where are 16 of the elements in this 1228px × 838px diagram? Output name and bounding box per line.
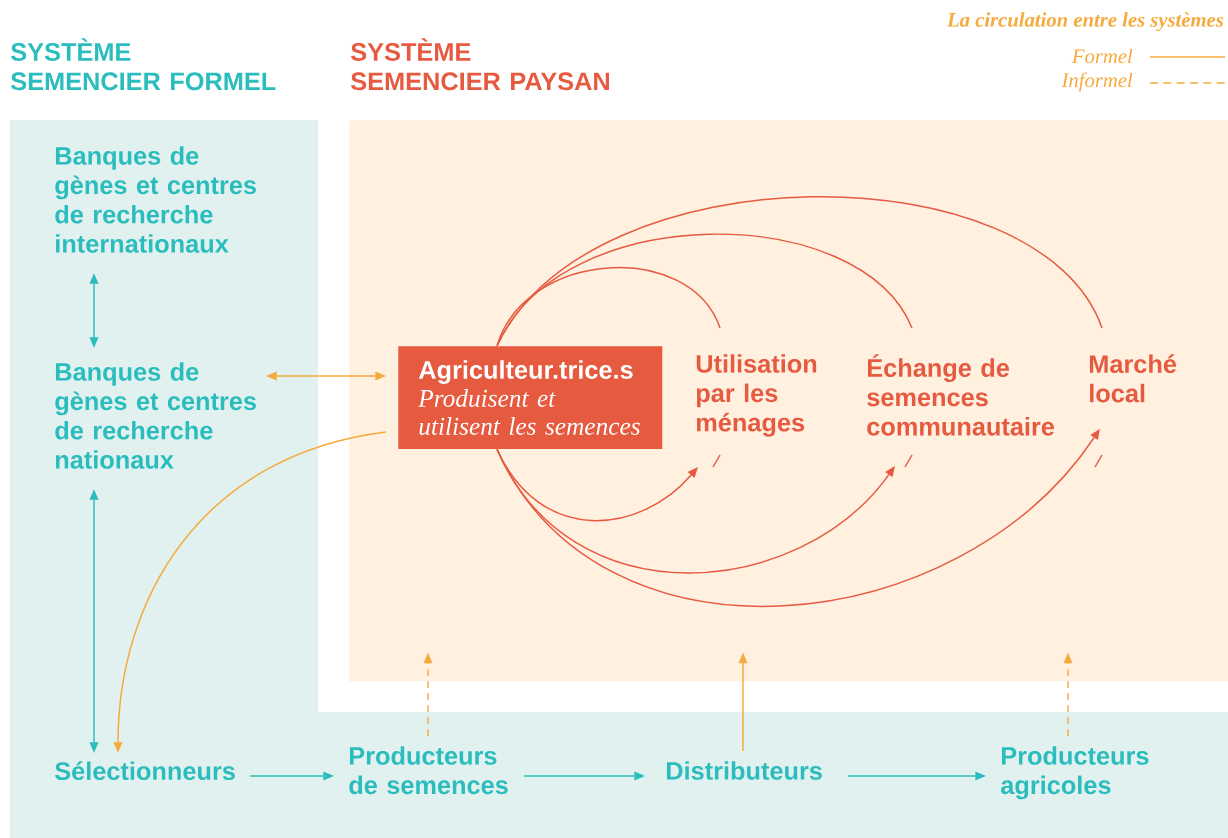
node-label: Distributeurs	[666, 761, 822, 780]
legend-label: Informel	[1061, 72, 1133, 92]
node-label: Banques de gènes et centres de recherche internationaux	[55, 146, 256, 253]
node-label: Producteurs agricoles	[1001, 746, 1149, 800]
node-label: Utilisation par les ménages	[696, 354, 817, 437]
node-label: SYSTÈME SEMENCIER FORMEL	[11, 38, 276, 91]
node-label: Banques de gènes et centres de recherche nationaux	[55, 362, 256, 469]
node-label: Marché local	[1089, 354, 1177, 403]
legend-title: La circulation entre les systèmes	[946, 12, 1224, 32]
node-label: SYSTÈME SEMENCIER PAYSAN	[351, 38, 609, 91]
node-label: Sélectionneurs	[55, 761, 235, 781]
node-label: Échange de semences communautaire	[867, 354, 1055, 436]
legend-label: Formel	[1071, 48, 1133, 64]
actor-box: Agriculteur.trice.s Produisent et utilisent les semences	[398, 346, 663, 449]
node-label: Producteurs de semences	[349, 746, 508, 795]
arc-line	[496, 196, 1103, 347]
